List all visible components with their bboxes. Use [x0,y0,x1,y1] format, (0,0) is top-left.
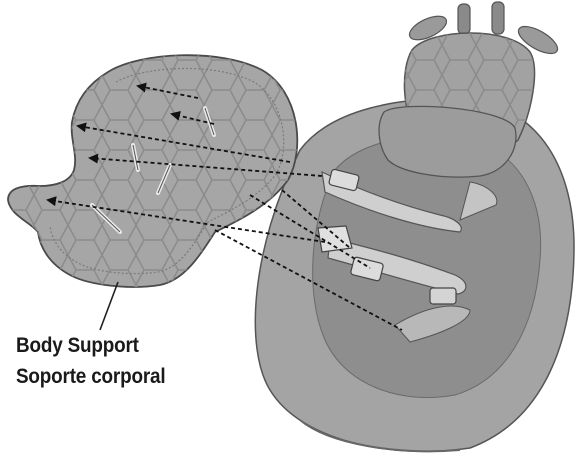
body-support-pad [8,55,297,287]
callout-leader [100,282,118,330]
callout-label-spanish: Soporte corporal [16,365,165,389]
callout-label-english: Body Support [16,334,139,358]
